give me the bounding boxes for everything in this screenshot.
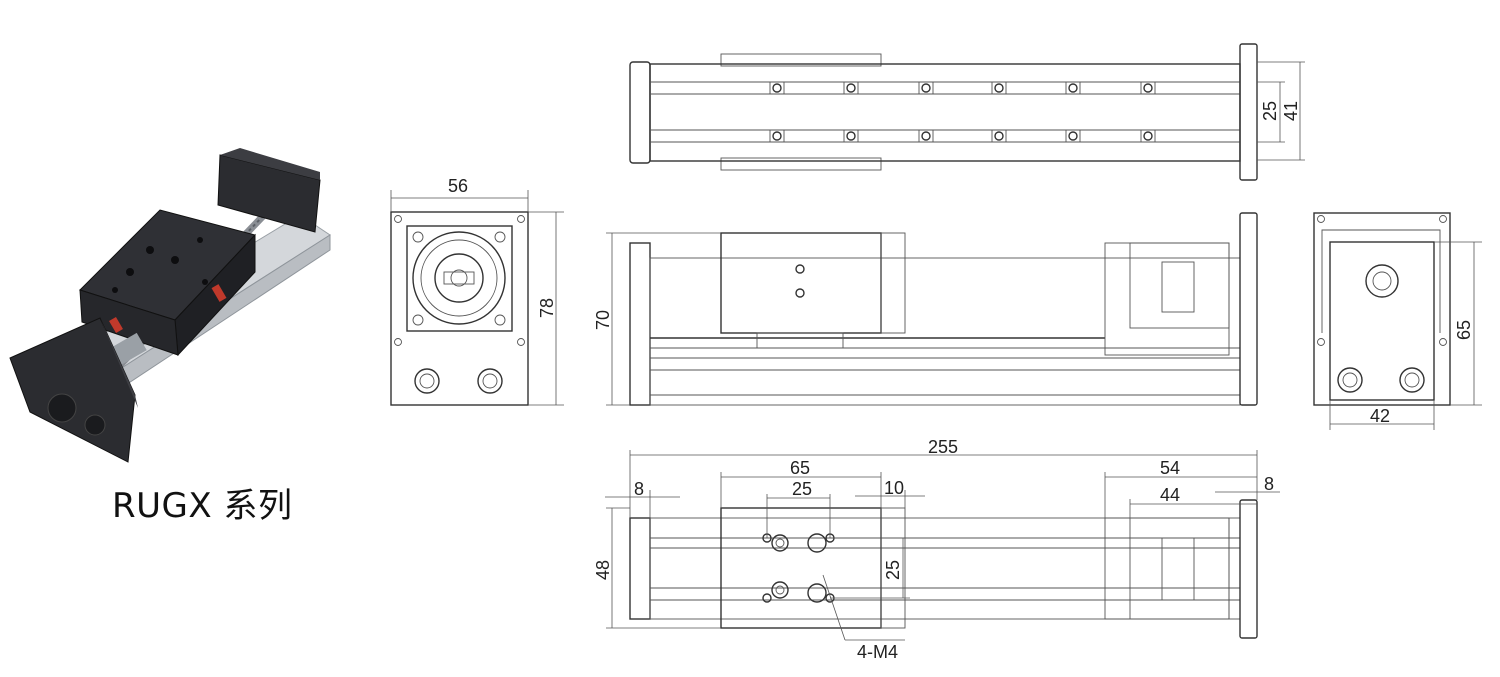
rail-hole [1143,131,1153,141]
rail-hole-frame [769,81,785,95]
rail-hole-frame [918,81,934,95]
dim-top-inner: 25 [1260,101,1280,121]
rail-hole [994,131,1004,141]
rail-hole-frame [843,129,859,143]
rail-hole-frame [991,81,1007,95]
dim-side-height: 70 [593,310,613,330]
dim-hole-spacing-x: 25 [792,479,812,499]
rail-hole-frame [1065,81,1081,95]
dim-right-plate: 8 [1264,474,1274,494]
dim-end-block-a: 54 [1160,458,1180,478]
series-label: RUGX 系列 [112,486,293,526]
rail-hole-frame [769,129,785,143]
dim-top-outer: 41 [1281,101,1301,121]
rail-hole [1143,83,1153,93]
rail-hole-frame [991,129,1007,143]
dim-end-block-b: 44 [1160,485,1180,505]
dim-left-plate: 8 [634,479,644,499]
dim-total-length: 255 [928,437,958,457]
dim-bottom-width: 48 [593,560,613,580]
dim-hole-spacing-y: 25 [883,560,903,580]
rail-hole [772,131,782,141]
rail-hole [921,131,931,141]
front-view [390,190,564,406]
side-view [606,212,1258,406]
rail-hole [846,131,856,141]
rail-hole [1068,83,1078,93]
bottom-view [605,450,1280,641]
rail-hole-frame [1065,129,1081,143]
dim-end-height: 65 [1454,320,1474,340]
rail-hole [772,83,782,93]
dim-carriage-gap: 10 [884,478,904,498]
dim-front-height: 78 [537,298,557,318]
rail-hole-frame [1140,129,1156,143]
thread-callout: 4-M4 [857,642,898,662]
rail-hole-frame [1140,81,1156,95]
dim-end-width: 42 [1370,406,1390,426]
rail-hole [1068,131,1078,141]
end-view [1313,212,1482,430]
rail-hole [994,83,1004,93]
product-photo [9,148,331,463]
rail-hole-frame [918,129,934,143]
rail-hole-frame [843,81,859,95]
dim-front-width: 56 [448,176,468,196]
rail-hole [921,83,931,93]
dim-carriage-length: 65 [790,458,810,478]
top-view [629,43,1305,181]
rail-hole [846,83,856,93]
